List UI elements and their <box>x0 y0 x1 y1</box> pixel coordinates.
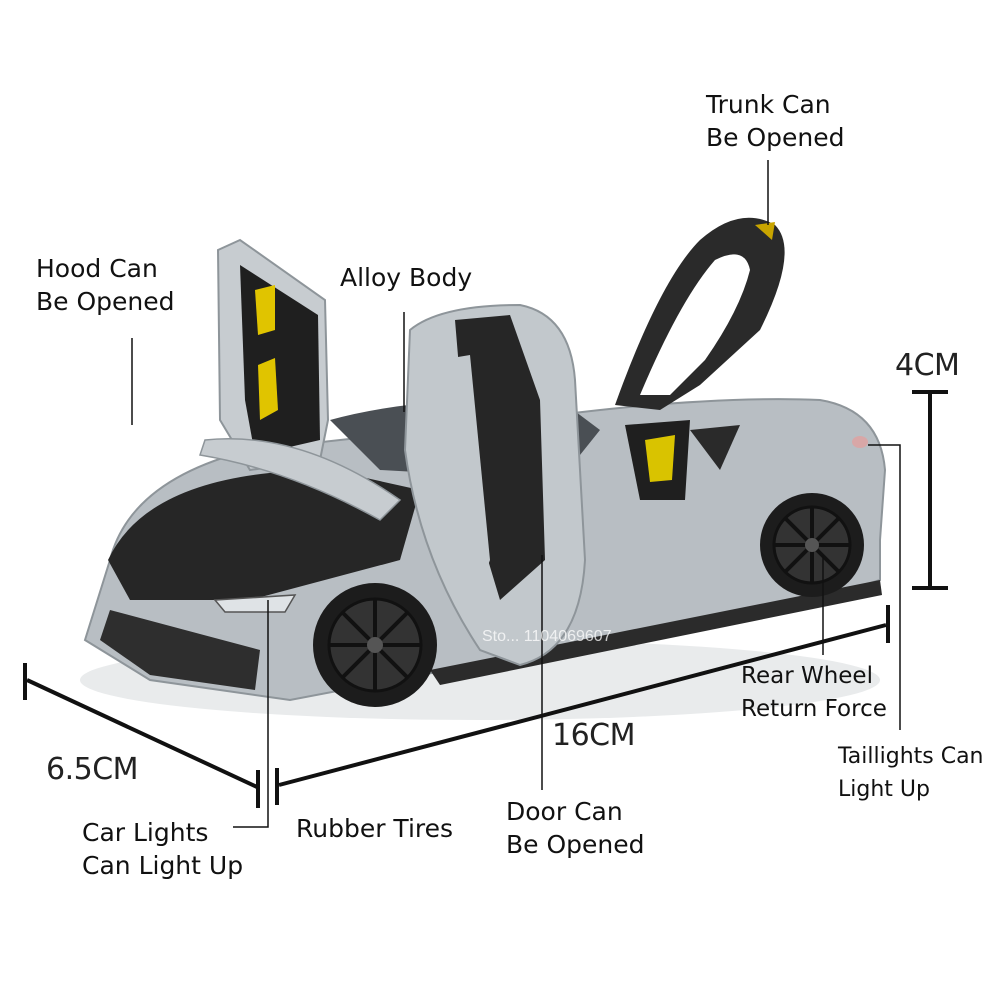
dimension-width: 6.5CM <box>46 752 139 787</box>
dimension-height: 4CM <box>895 348 960 383</box>
dimension-length: 16CM <box>552 718 636 753</box>
label-alloy-body: Alloy Body <box>340 263 473 292</box>
label-door: Door Can Be Opened <box>506 797 645 859</box>
watermark: Sto... 1104069607 <box>482 628 612 645</box>
label-trunk: Trunk Can Be Opened <box>706 90 845 152</box>
label-taillights: Taillights Can Light Up <box>838 744 984 802</box>
label-hood: Hood Can Be Opened <box>36 254 175 316</box>
label-rubber-tires: Rubber Tires <box>296 814 454 843</box>
label-car-lights: Car Lights Can Light Up <box>82 818 244 880</box>
label-rear-wheel: Rear Wheel Return Force <box>741 663 887 722</box>
